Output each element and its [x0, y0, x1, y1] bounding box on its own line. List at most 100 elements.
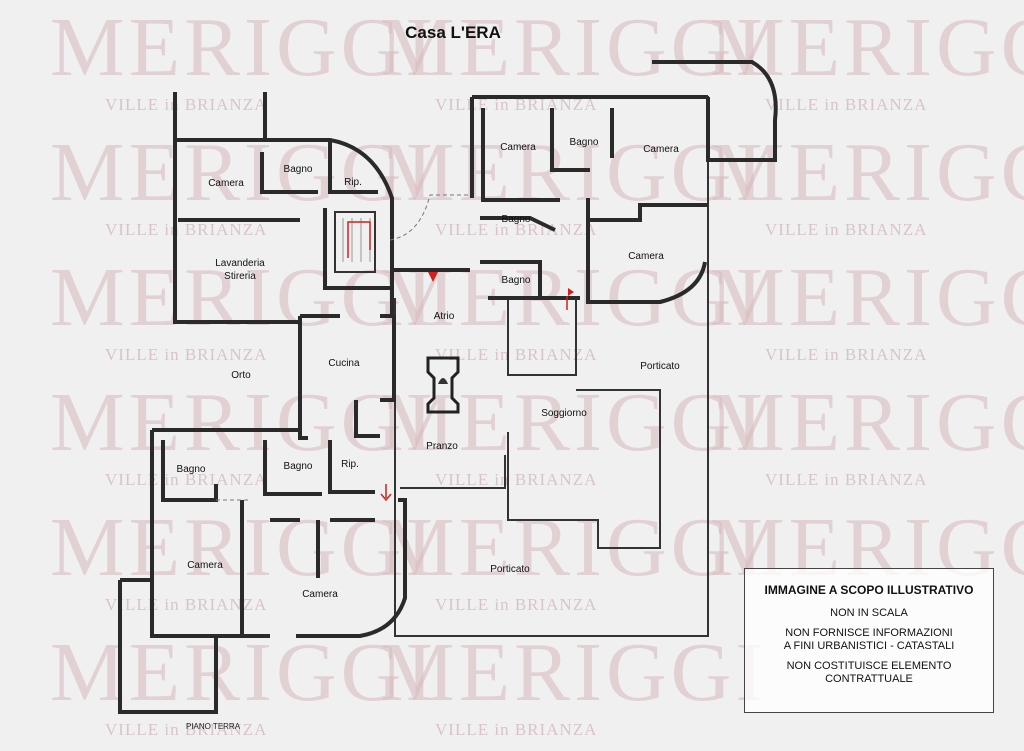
sw-bagno2-walls [263, 440, 322, 496]
nw-block [173, 92, 470, 324]
watermark-tagline: VILLE in BRIANZA [765, 95, 927, 114]
watermark-brand: MERIGGI [710, 251, 1024, 344]
disclaimer-box: IMMAGINE A SCOPO ILLUSTRATIVO NON IN SCA… [744, 568, 994, 713]
ne-bagno2-walls [480, 216, 556, 232]
watermark-brand: MERIGGI [710, 1, 1024, 94]
room-camera-ne3: Camera [628, 251, 664, 262]
ne-bagno1-walls [550, 108, 590, 172]
room-camera-ne2: Camera [643, 144, 679, 155]
room-porticato-e: Porticato [640, 361, 680, 372]
sw-wall-west [150, 430, 270, 638]
pranzo-wall [400, 455, 506, 489]
soggiorno-outline [507, 389, 661, 549]
watermark-tagline: VILLE in BRIANZA [105, 720, 267, 739]
room-stireria: Stireria [224, 271, 256, 282]
nw-wall-north [175, 138, 394, 318]
watermark-tagline: VILLE in BRIANZA [435, 720, 597, 739]
fireplace-hearth [438, 378, 448, 384]
disclaimer-line-a: NON COSTITUISCE ELEMENTO [786, 660, 952, 672]
fireplace [426, 356, 460, 414]
stair-box [323, 208, 390, 290]
watermark-brand: MERIGGI [50, 376, 437, 469]
watermark-tagline: VILLE in BRIANZA [105, 95, 267, 114]
room-camera-nw: Camera [208, 178, 244, 189]
room-atrio: Atrio [434, 311, 455, 322]
watermark-brand: MERIGGI [380, 376, 767, 469]
nw-wall-west [173, 140, 300, 324]
ne-block [470, 60, 778, 310]
nw-rip-walls [328, 140, 378, 194]
soggiorno-wall-north [507, 298, 577, 376]
watermark-brand: MERIGGI [380, 626, 767, 719]
room-bagno-ne2: Bagno [502, 214, 531, 225]
room-soggiorno: Soggiorno [541, 408, 587, 419]
disclaimer-line-a: NON FORNISCE INFORMAZIONI [785, 627, 953, 639]
sw-block [118, 428, 407, 714]
stair-arrow-icon [347, 221, 371, 258]
watermark-tagline: VILLE in BRIANZA [435, 595, 597, 614]
room-orto: Orto [231, 370, 251, 381]
ne-terrace [652, 60, 778, 162]
room-camera-ne1: Camera [500, 142, 536, 153]
disclaimer-line: NON FORNISCE INFORMAZIONI A FINI URBANIS… [745, 627, 993, 653]
cucina-wall-south [354, 400, 380, 438]
flag-marker-icon [568, 288, 574, 296]
plan-title: Casa L'ERA [405, 23, 501, 42]
room-bagno-nw: Bagno [284, 164, 313, 175]
watermark-tagline: VILLE in BRIANZA [435, 345, 597, 364]
stair-steps [342, 218, 371, 262]
watermark-brand: MERIGGI [710, 126, 1024, 219]
watermark-tagline: VILLE in BRIANZA [105, 345, 267, 364]
ne-camera2-south [586, 198, 708, 222]
room-rip-nw: Rip. [344, 177, 362, 188]
watermark-brand: MERIGGI [50, 251, 437, 344]
room-porticato-s: Porticato [490, 564, 530, 575]
room-rip-sw: Rip. [341, 459, 359, 470]
watermark-tagline: VILLE in BRIANZA [435, 470, 597, 489]
sw-bagno1-walls [161, 440, 218, 502]
room-bagno-sw1: Bagno [177, 464, 206, 475]
watermark-tagline: VILLE in BRIANZA [765, 470, 927, 489]
sw-terrace [118, 578, 218, 714]
room-lavanderia: Lavanderia [215, 258, 265, 269]
watermark-brand: MERIGGI [50, 1, 437, 94]
room-labels: Camera Bagno Rip. Lavanderia Stireria Or… [177, 137, 681, 600]
watermark-brand: MERIGGI [380, 501, 767, 594]
door-swing [389, 194, 470, 241]
entrance-arrow-icon [428, 272, 438, 282]
ne-camera1-walls [481, 108, 560, 202]
room-cucina: Cucina [328, 358, 360, 369]
watermark-tagline: VILLE in BRIANZA [765, 220, 927, 239]
watermark-tagline: VILLE in BRIANZA [765, 345, 927, 364]
floor-label: PIANO TERRA [186, 722, 241, 731]
watermark: MERIGGI MERIGGI MERIGGI VILLE in BRIANZA… [50, 1, 1024, 739]
watermark-tagline: VILLE in BRIANZA [435, 95, 597, 114]
disclaimer-line: NON COSTITUISCE ELEMENTO CONTRATTUALE [745, 660, 993, 686]
nw-bagno-walls [260, 152, 318, 194]
room-bagno-ne3: Bagno [502, 275, 531, 286]
down-arrow-icon [380, 484, 392, 502]
room-pranzo: Pranzo [426, 441, 458, 452]
staircase [334, 211, 376, 273]
sw-wall-south-east [296, 498, 407, 638]
watermark-tagline: VILLE in BRIANZA [435, 220, 597, 239]
cucina-wall-east [380, 314, 396, 402]
disclaimer-line-b: CONTRATTUALE [825, 673, 913, 685]
watermark-brand: MERIGGI [710, 376, 1024, 469]
sw-wall-north [152, 428, 302, 438]
watermark-brand: MERIGGI [50, 626, 437, 719]
ne-camera3-bay [586, 220, 707, 304]
disclaimer-line-b: A FINI URBANISTICI - CATASTALI [783, 640, 955, 652]
room-bagno-sw2: Bagno [284, 461, 313, 472]
sw-rip-walls [328, 440, 375, 494]
watermark-brand: MERIGGI [380, 1, 767, 94]
room-camera-sw1: Camera [187, 560, 223, 571]
watermark-tagline: VILLE in BRIANZA [105, 595, 267, 614]
disclaimer-title: IMMAGINE A SCOPO ILLUSTRATIVO [764, 583, 974, 597]
watermark-tagline: VILLE in BRIANZA [105, 220, 267, 239]
ne-bagno3-walls [480, 260, 542, 298]
disclaimer-line: NON IN SCALA [830, 607, 908, 619]
room-bagno-ne1: Bagno [570, 137, 599, 148]
room-camera-sw2: Camera [302, 589, 338, 600]
